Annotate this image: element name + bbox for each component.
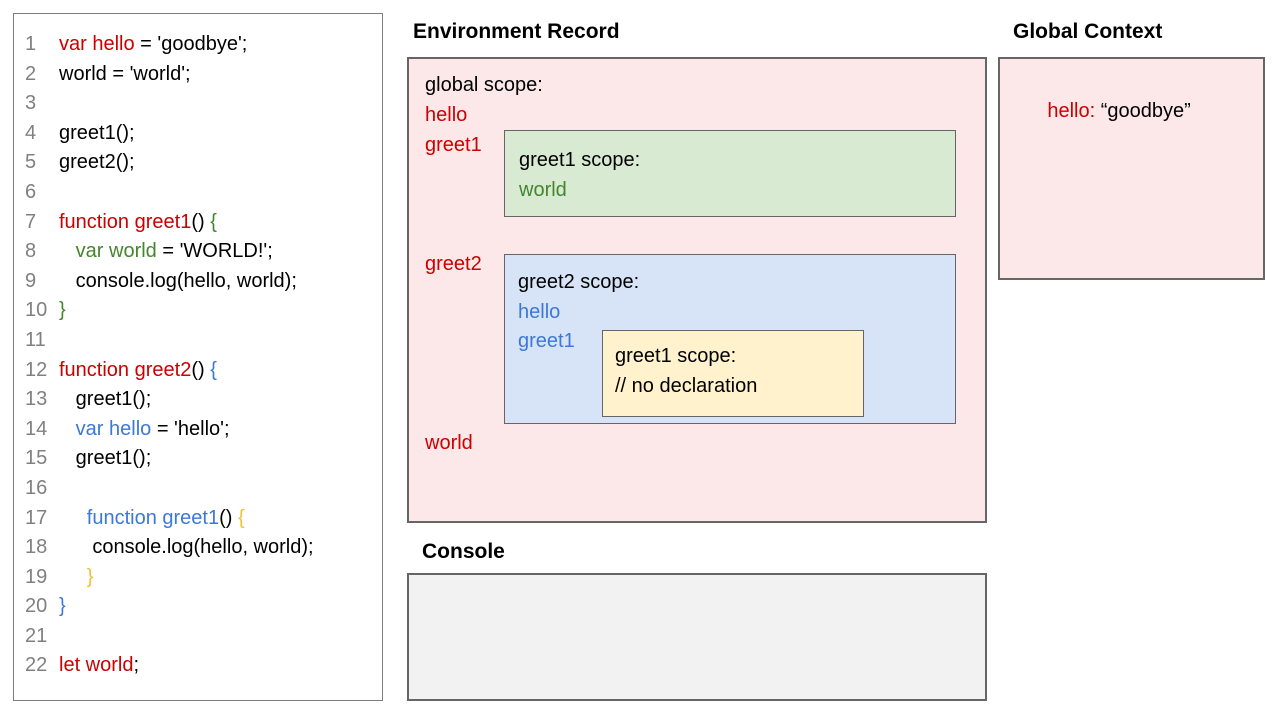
line-number: 2: [25, 62, 37, 85]
code-text: }: [59, 595, 66, 618]
line-number: 18: [25, 536, 48, 559]
code-line: 19 }: [14, 563, 382, 593]
line-number: 20: [25, 595, 48, 618]
global-scope-var-greet2: greet2: [425, 253, 482, 275]
line-number: 4: [25, 121, 37, 144]
code-text: function greet1() {: [59, 506, 245, 529]
code-text: console.log(hello, world);: [59, 536, 314, 559]
line-number: 3: [25, 92, 37, 115]
code-line: 13 greet1();: [14, 385, 382, 415]
code-line: 21: [14, 622, 382, 652]
greet1-scope-var-world: world: [519, 179, 567, 201]
code-text: greet1();: [59, 121, 135, 144]
code-line: 18 console.log(hello, world);: [14, 533, 382, 563]
line-number: 22: [25, 654, 48, 677]
global-context-title: Global Context: [1013, 20, 1163, 43]
code-lines: 1 var hello = 'goodbye'; 2 world = 'world';…: [14, 30, 382, 681]
inner-greet1-scope-comment: // no declaration: [615, 375, 758, 397]
code-line: 2 world = 'world';: [14, 60, 382, 90]
line-number: 6: [25, 180, 37, 203]
global-context-box: hello: “goodbye”: [998, 57, 1265, 280]
code-line: 9 console.log(hello, world);: [14, 267, 382, 297]
code-text: greet2();: [59, 151, 135, 174]
code-line: 8 var world = 'WORLD!';: [14, 237, 382, 267]
global-scope-var-greet1: greet1: [425, 134, 482, 156]
code-text: console.log(hello, world);: [59, 269, 297, 292]
code-line: 12 function greet2() {: [14, 356, 382, 386]
code-text: greet1();: [59, 388, 152, 411]
code-text: }: [59, 565, 94, 588]
environment-record-title: Environment Record: [413, 20, 620, 43]
greet2-scope-var-greet1: greet1: [518, 330, 575, 352]
global-scope-var-hello: hello: [425, 104, 468, 126]
global-context-entry-key: hello:: [1047, 100, 1096, 122]
code-line: 20}: [14, 592, 382, 622]
inner-greet1-scope-label: greet1 scope:: [615, 345, 737, 367]
code-text: }: [59, 299, 66, 322]
line-number: 17: [25, 506, 48, 529]
greet1-scope-box: greet1 scope: world: [504, 130, 956, 217]
code-text: var hello = 'goodbye';: [59, 33, 248, 55]
code-line: 14 var hello = 'hello';: [14, 415, 382, 445]
line-number: 21: [25, 624, 48, 647]
line-number: 10: [25, 299, 48, 322]
code-text: function greet2() {: [59, 358, 217, 381]
line-number: 19: [25, 565, 48, 588]
inner-greet1-scope-box: greet1 scope: // no declaration: [602, 330, 864, 417]
code-line: 17 function greet1() {: [14, 504, 382, 534]
console-box: [407, 573, 987, 701]
code-text: var hello = 'hello';: [59, 417, 230, 440]
global-scope-var-world: world: [425, 432, 473, 454]
line-number: 8: [25, 240, 37, 263]
line-number: 14: [25, 417, 48, 440]
code-line: 10}: [14, 296, 382, 326]
greet1-scope-label: greet1 scope:: [519, 149, 641, 171]
code-line: 16: [14, 474, 382, 504]
global-scope-label: global scope:: [425, 74, 543, 96]
code-text: greet1();: [59, 447, 152, 470]
code-text: world = 'world';: [59, 62, 191, 85]
code-text: function greet1() {: [59, 210, 217, 233]
code-line: 3: [14, 89, 382, 119]
code-line: 5 greet2();: [14, 148, 382, 178]
code-line: 22 let world;: [14, 651, 382, 681]
line-number: 12: [25, 358, 48, 381]
line-number: 5: [25, 151, 37, 174]
line-number: 15: [25, 447, 48, 470]
greet2-scope-box: greet2 scope: hello greet1 greet1 scope:…: [504, 254, 956, 424]
code-editor-panel: 1 var hello = 'goodbye'; 2 world = 'world';…: [13, 13, 383, 701]
line-number: 11: [25, 328, 46, 351]
code-text: var world = 'WORLD!';: [59, 240, 273, 263]
line-number: 16: [25, 476, 48, 499]
greet2-scope-var-hello: hello: [518, 301, 561, 323]
code-text: let world;: [59, 654, 140, 677]
line-number: 1: [25, 33, 37, 55]
greet2-scope-label: greet2 scope:: [518, 271, 640, 293]
code-line: 11: [14, 326, 382, 356]
code-line: 15 greet1();: [14, 444, 382, 474]
global-context-entry: hello: “goodbye”: [1014, 75, 1191, 147]
line-number: 7: [25, 210, 37, 233]
line-number: 9: [25, 269, 37, 292]
console-title: Console: [422, 540, 505, 563]
code-line: 6: [14, 178, 382, 208]
global-context-entry-value: “goodbye”: [1095, 100, 1191, 122]
code-line: 1 var hello = 'goodbye';: [14, 30, 382, 60]
code-line: 4 greet1();: [14, 119, 382, 149]
environment-record-box: global scope: hello greet1 greet2 world …: [407, 57, 987, 523]
code-line: 7 function greet1() {: [14, 208, 382, 238]
line-number: 13: [25, 388, 48, 411]
